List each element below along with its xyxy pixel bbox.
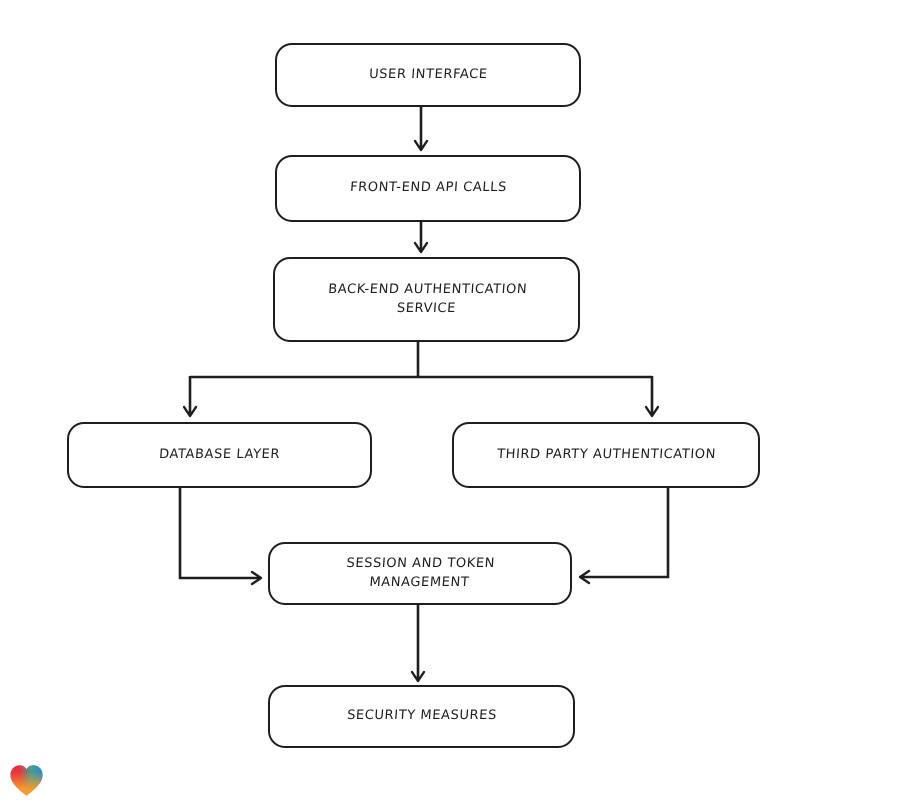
node-database-layer: DATABASE LAYER bbox=[67, 422, 372, 488]
node-front-end-api-calls-label: FRONT-END API CALLS bbox=[349, 180, 507, 196]
node-third-party-authentication-label: THIRD PARTY AUTHENTICATION bbox=[496, 446, 717, 462]
node-security-measures: SECURITY MEASURES bbox=[268, 685, 575, 748]
node-back-end-authentication-service-label: BACK-END AUTHENTICATION SERVICE bbox=[327, 281, 528, 316]
node-session-and-token-management: SESSION AND TOKEN MANAGEMENT bbox=[268, 542, 572, 605]
node-user-interface: USER INTERFACE bbox=[275, 43, 581, 107]
node-security-measures-label: SECURITY MEASURES bbox=[346, 708, 497, 724]
node-user-interface-label: USER INTERFACE bbox=[368, 66, 488, 82]
gradient-heart-icon bbox=[10, 765, 43, 796]
node-third-party-authentication: THIRD PARTY AUTHENTICATION bbox=[452, 422, 760, 488]
node-session-and-token-management-label: SESSION AND TOKEN MANAGEMENT bbox=[345, 555, 496, 590]
node-front-end-api-calls: FRONT-END API CALLS bbox=[275, 155, 581, 222]
edge-thirdparty-to-session bbox=[578, 488, 670, 585]
node-database-layer-label: DATABASE LAYER bbox=[158, 446, 281, 462]
edge-database-to-session bbox=[178, 488, 263, 586]
node-back-end-authentication-service: BACK-END AUTHENTICATION SERVICE bbox=[273, 257, 580, 342]
